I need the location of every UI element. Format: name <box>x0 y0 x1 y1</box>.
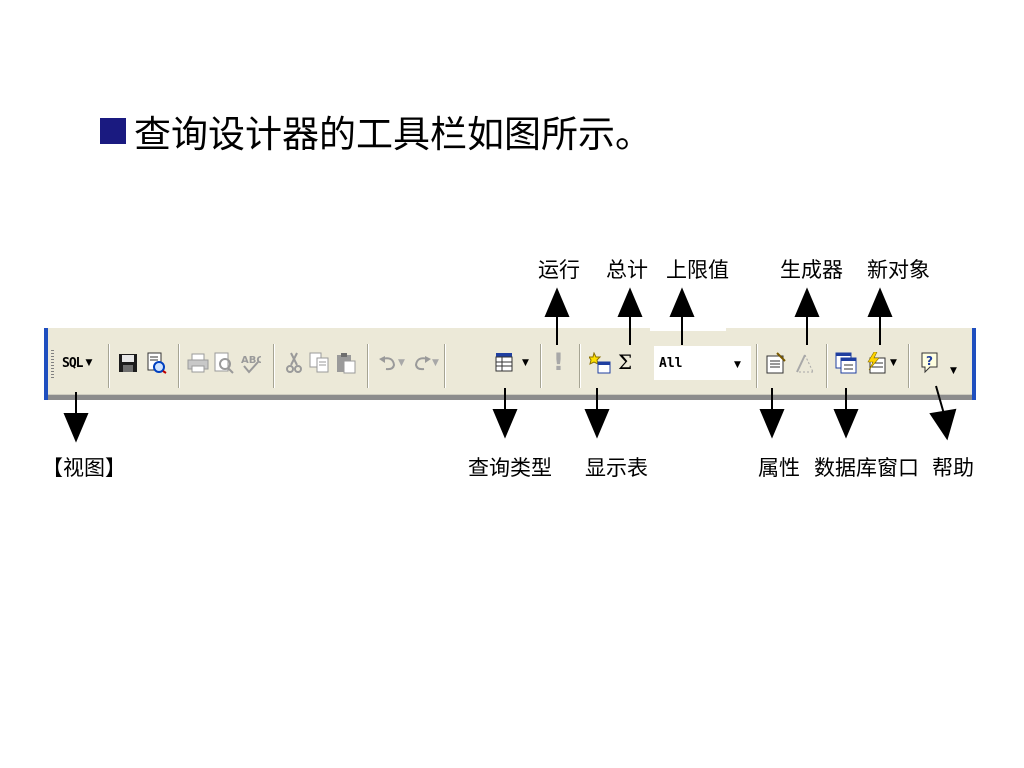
toolbar-separator <box>540 344 542 388</box>
run-arrow <box>544 287 570 317</box>
callout-view: 【视图】 <box>42 456 126 480</box>
new-object-arrow <box>867 287 893 317</box>
print-icon <box>187 353 209 373</box>
query-design-toolbar: SQL ▼ AB <box>44 327 976 400</box>
toolbar-separator <box>579 344 581 388</box>
properties-button[interactable] <box>764 350 788 376</box>
top-values-combo[interactable]: All <box>654 346 751 380</box>
save-button[interactable] <box>116 350 140 376</box>
callout-help: 帮助 <box>932 456 974 480</box>
totals-arrow <box>617 287 643 317</box>
database-window-icon <box>835 352 857 374</box>
show-table-icon <box>589 352 611 374</box>
toolbar-top-gap <box>650 327 726 331</box>
toolbar-separator <box>108 344 110 388</box>
show-table-button[interactable] <box>588 350 612 376</box>
query-type-dropdown-arrow-icon[interactable]: ▼ <box>522 358 529 368</box>
callout-new-object: 新对象 <box>867 258 930 282</box>
print-button[interactable] <box>186 350 210 376</box>
copy-button[interactable] <box>308 350 332 376</box>
toolbar-separator <box>273 344 275 388</box>
top-values-dropdown-arrow-icon[interactable]: ▼ <box>734 360 741 370</box>
callout-properties: 属性 <box>758 456 800 480</box>
toolbar-separator <box>908 344 910 388</box>
view-button[interactable]: SQL ▼ <box>62 350 92 376</box>
top-values-arrow <box>669 287 695 317</box>
toolbar-separator <box>826 344 828 388</box>
callout-database-window: 数据库窗口 <box>814 456 919 480</box>
totals-button[interactable]: Σ <box>618 350 632 374</box>
show-table-arrow <box>584 409 610 439</box>
totals-icon: Σ <box>618 350 633 374</box>
help-icon: ? <box>921 352 938 374</box>
view-dropdown-arrow-icon[interactable]: ▼ <box>85 358 92 368</box>
heading-text: 查询设计器的工具栏如图所示。 <box>134 113 652 156</box>
spelling-icon: ABC <box>241 355 261 374</box>
build-icon <box>796 354 814 373</box>
print-preview-button[interactable] <box>212 350 236 376</box>
save-icon <box>119 354 137 372</box>
redo-dropdown-arrow-icon[interactable]: ▼ <box>432 358 439 368</box>
new-object-icon <box>867 352 886 374</box>
builder-arrow <box>794 287 820 317</box>
toolbar-separator <box>756 344 758 388</box>
run-icon: ! <box>553 348 564 376</box>
cut-button[interactable] <box>282 350 306 376</box>
paste-icon <box>337 353 356 374</box>
callout-top-values: 上限值 <box>666 258 729 282</box>
callout-totals: 总计 <box>606 258 648 282</box>
callout-builder: 生成器 <box>780 258 843 282</box>
top-values-value[interactable]: All <box>659 355 683 371</box>
square-bullet-icon <box>100 118 126 144</box>
toolbar-separator <box>367 344 369 388</box>
help-dropdown-arrow-icon[interactable]: ▼ <box>950 366 957 376</box>
callout-show-table: 显示表 <box>585 456 648 480</box>
document-search-icon <box>147 352 167 374</box>
query-type-icon <box>495 353 513 372</box>
help-button[interactable]: ? <box>918 350 942 376</box>
svg-text:?: ? <box>926 354 933 368</box>
database-window-button[interactable] <box>834 350 858 376</box>
run-button[interactable]: ! <box>553 348 564 376</box>
redo-button[interactable] <box>410 350 434 376</box>
toolbar-separator <box>178 344 180 388</box>
paste-button[interactable] <box>334 350 358 376</box>
help-arrow <box>929 408 957 441</box>
callout-run: 运行 <box>538 258 580 282</box>
search-button[interactable] <box>144 350 168 376</box>
cut-icon <box>286 352 302 373</box>
new-object-button[interactable] <box>864 350 888 376</box>
query-type-button[interactable] <box>492 350 516 376</box>
toolbar-separator <box>444 344 446 388</box>
toolbar-bottom-shade <box>48 394 972 400</box>
undo-button[interactable] <box>376 350 400 376</box>
print-preview-icon <box>214 352 234 374</box>
undo-icon <box>379 356 396 371</box>
query-type-arrow <box>492 409 518 439</box>
properties-icon <box>766 352 786 374</box>
redo-icon <box>414 356 431 371</box>
spelling-button[interactable]: ABC <box>238 350 262 376</box>
build-button[interactable] <box>792 350 816 376</box>
copy-icon <box>309 352 329 373</box>
toolbar-left-edge <box>44 328 48 400</box>
toolbar-right-edge <box>972 328 976 400</box>
view-arrow <box>63 413 89 443</box>
svg-text:ABC: ABC <box>241 355 261 366</box>
slide-heading: 查询设计器的工具栏如图所示。 <box>100 106 652 156</box>
database-window-arrow <box>833 409 859 439</box>
callout-query-type: 查询类型 <box>468 456 552 480</box>
toolbar-grip[interactable] <box>51 350 54 380</box>
undo-dropdown-arrow-icon[interactable]: ▼ <box>398 358 405 368</box>
view-button-label: SQL <box>62 355 84 371</box>
properties-arrow <box>759 409 785 439</box>
new-object-dropdown-arrow-icon[interactable]: ▼ <box>890 358 897 368</box>
